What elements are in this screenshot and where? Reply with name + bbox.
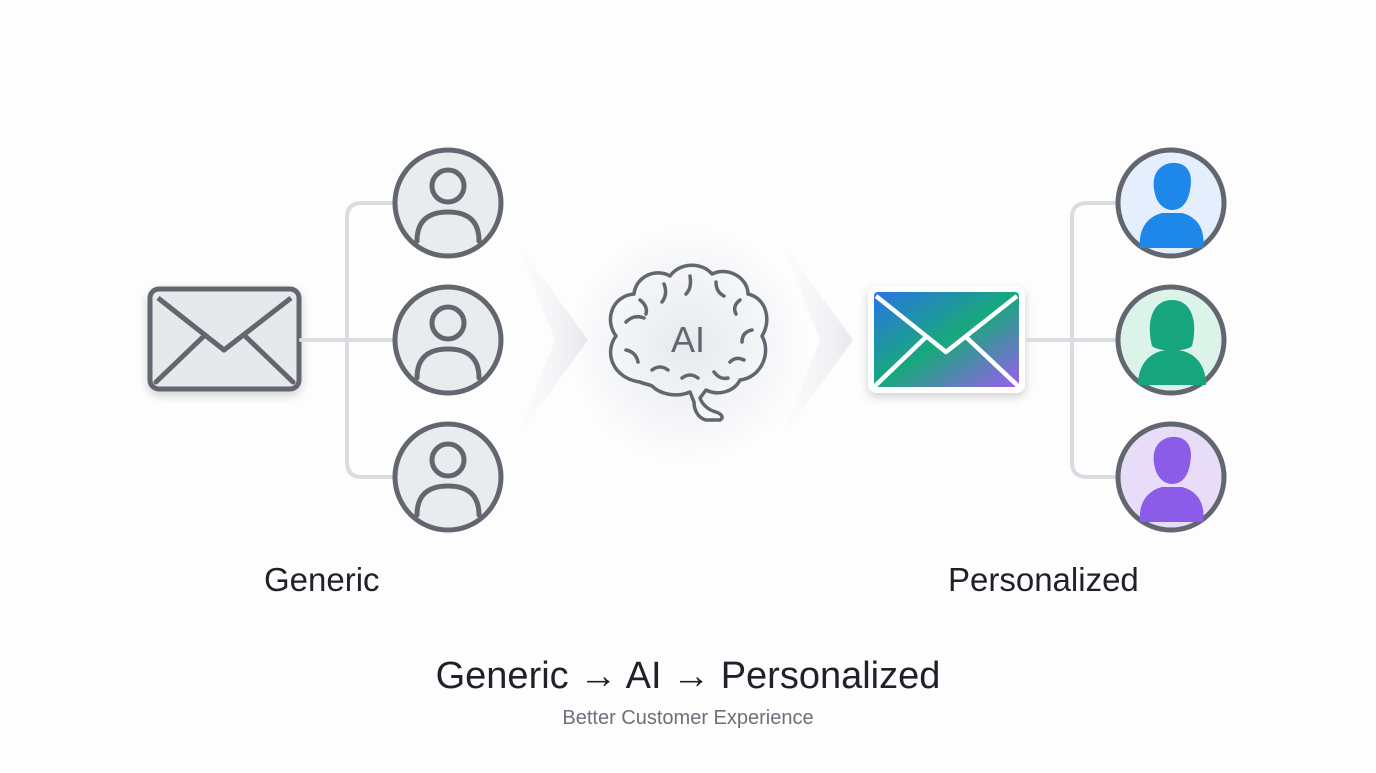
generic-envelope-icon xyxy=(147,286,302,392)
personalized-recipient-blue xyxy=(1115,147,1227,259)
brain-glow xyxy=(568,225,808,465)
personalized-recipient-green xyxy=(1115,284,1227,396)
generic-recipient-2 xyxy=(392,284,504,396)
personalized-label: Personalized xyxy=(948,561,1139,598)
personalized-recipient-purple xyxy=(1115,421,1227,533)
brain-ai-text: AI xyxy=(671,319,705,360)
chevron-right-icon xyxy=(780,240,853,440)
generic-recipient-3 xyxy=(392,421,504,533)
personalized-connector-lines xyxy=(1025,201,1119,479)
generic-recipient-1 xyxy=(392,147,504,259)
flow-subtitle: Better Customer Experience xyxy=(562,707,814,729)
flow-title: Generic → AI → Personalized xyxy=(435,655,941,697)
generic-connector-lines xyxy=(299,201,394,479)
brain-icon xyxy=(608,263,769,422)
gradient-envelope-icon xyxy=(868,286,1025,393)
generic-label: Generic xyxy=(264,561,380,598)
